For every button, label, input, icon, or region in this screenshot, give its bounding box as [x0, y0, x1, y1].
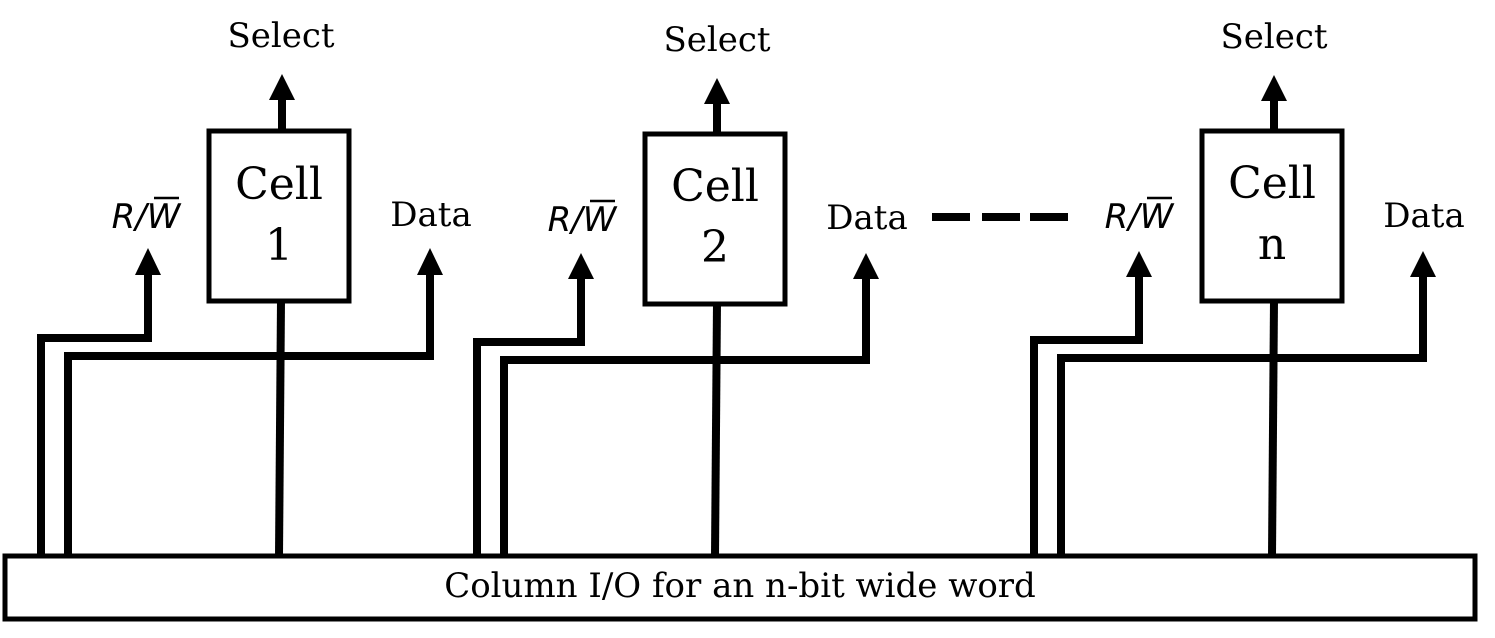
select-arrow	[1261, 75, 1287, 101]
cell-group-n: Cell n Select R/W Data	[1030, 17, 1465, 557]
cell-group-2: Cell 2 Select R/W Data	[473, 20, 908, 557]
rw-wire	[37, 270, 152, 556]
cell-bus-wire	[1268, 299, 1278, 557]
rw-label: R/W	[1105, 197, 1175, 237]
cell-bus-wire	[275, 299, 285, 557]
cell-box	[1199, 128, 1345, 304]
rw-arrow	[135, 248, 161, 275]
cell-label-line2: 2	[701, 222, 729, 273]
select-arrow	[704, 78, 730, 104]
rw-arrow	[1126, 251, 1152, 277]
data-label: Data	[826, 198, 907, 238]
data-arrow	[417, 248, 443, 275]
column-io-label: Column I/O for an n-bit wide word	[444, 566, 1036, 606]
select-arrow	[269, 74, 295, 100]
data-label: Data	[390, 195, 471, 235]
data-arrow	[853, 253, 879, 279]
data-wire	[1057, 273, 1427, 556]
cell-box	[642, 131, 788, 307]
rw-label: R/W	[112, 197, 182, 237]
cell-box	[206, 128, 352, 304]
select-label: Select	[1220, 17, 1327, 57]
rw-label: R/W	[548, 200, 618, 240]
select-label: Select	[227, 16, 334, 56]
data-wire	[500, 275, 870, 556]
rw-wire	[1030, 273, 1143, 556]
cell-label-line1: Cell	[671, 161, 759, 212]
cell-label-line1: Cell	[235, 159, 323, 210]
cell-label-line2: n	[1258, 219, 1286, 270]
rw-arrow	[568, 253, 594, 279]
select-label: Select	[663, 20, 770, 60]
data-wire	[64, 270, 434, 556]
data-label: Data	[1383, 196, 1464, 236]
rw-wire	[473, 275, 585, 556]
column-io-bus: Column I/O for an n-bit wide word	[2, 553, 1478, 622]
cell-label-line2: 1	[265, 220, 293, 271]
data-arrow	[1410, 251, 1436, 277]
cell-label-line1: Cell	[1228, 158, 1316, 209]
cell-bus-wire	[711, 301, 721, 557]
column-io-box	[2, 553, 1478, 622]
cell-group-1: Cell 1 Select R/W Data	[37, 16, 472, 557]
